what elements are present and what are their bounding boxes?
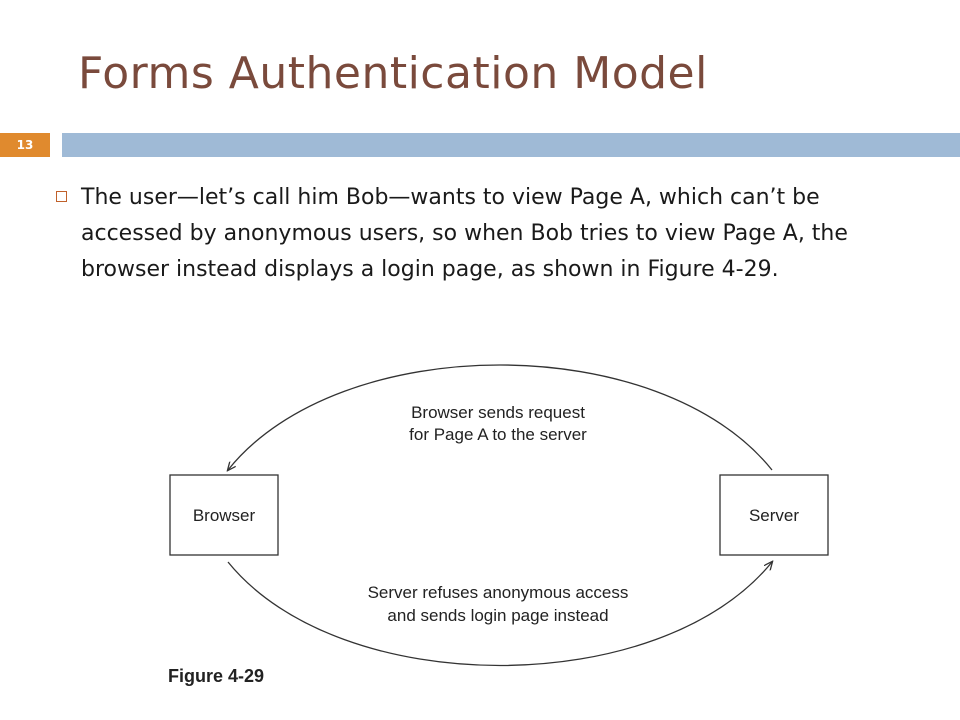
- bullet-item: The user—let’s call him Bob—wants to vie…: [56, 180, 916, 288]
- response-label-line1: Server refuses anonymous access: [368, 583, 629, 602]
- slide-number: 13: [0, 133, 50, 157]
- request-label-line1: Browser sends request: [411, 403, 585, 422]
- slide-title: Forms Authentication Model: [78, 48, 708, 99]
- browser-label: Browser: [193, 506, 256, 525]
- browser-box: [169, 474, 279, 556]
- header-bar: [62, 133, 960, 157]
- bullet-text: The user—let’s call him Bob—wants to vie…: [81, 185, 848, 282]
- response-label-line2: and sends login page instead: [387, 606, 608, 625]
- figure-caption: Figure 4-29: [168, 666, 265, 686]
- server-box: [719, 474, 829, 556]
- square-bullet-icon: [56, 191, 67, 202]
- response-arc: [227, 562, 772, 667]
- request-label-line2: for Page A to the server: [409, 425, 587, 444]
- request-arc: [228, 364, 773, 470]
- server-label: Server: [749, 506, 799, 525]
